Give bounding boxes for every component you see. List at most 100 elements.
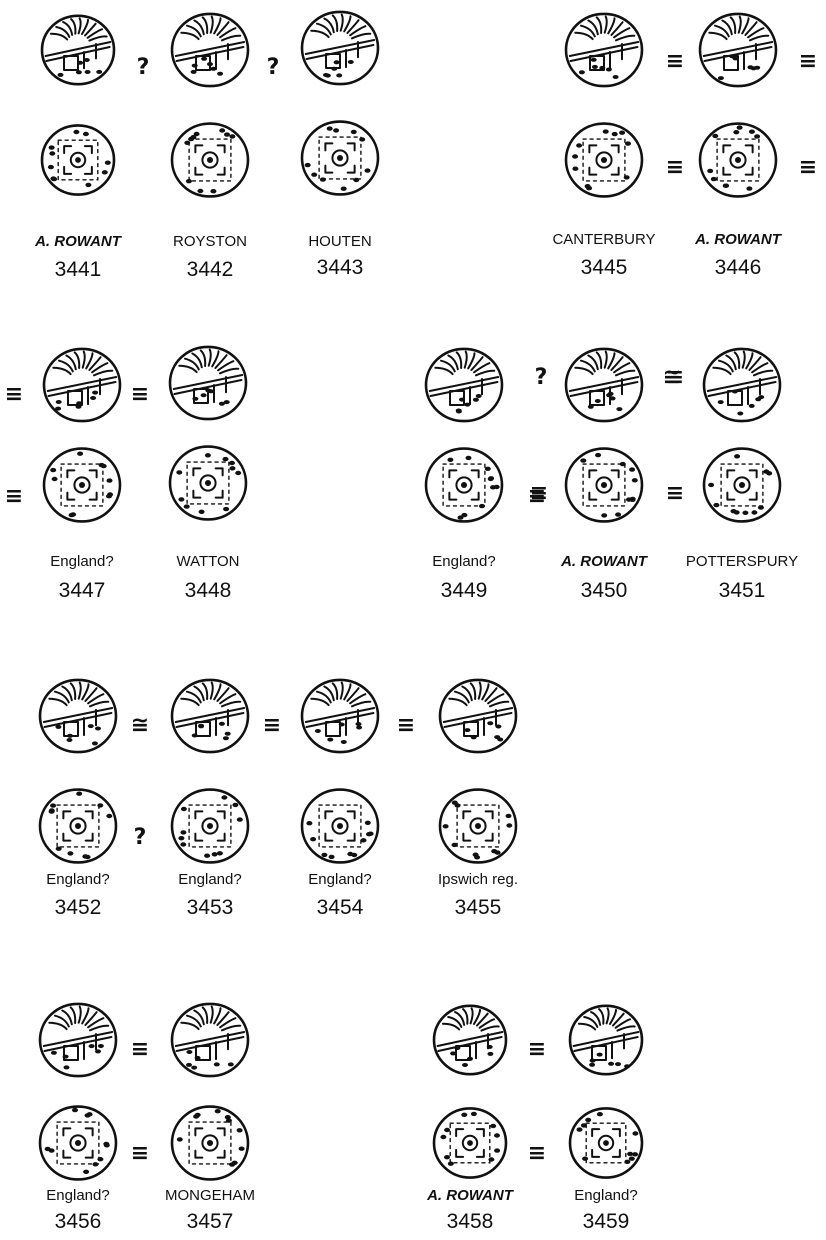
coin-reverse-image — [440, 790, 516, 863]
findspot-label: England? — [432, 553, 495, 570]
coin-reverse-image — [302, 122, 378, 195]
coin-3453: England? 3453 — [172, 680, 248, 919]
findspot-label: A. ROWANT — [694, 231, 783, 248]
die-link-symbol: ≡ — [530, 481, 548, 506]
coin-3445: CANTERBURY 3445 — [552, 14, 655, 279]
coin-obverse-image — [570, 1006, 642, 1074]
coin-obverse-image — [566, 14, 642, 86]
die-link-symbol: ≡ — [528, 1037, 546, 1062]
coin-3451: POTTERSPURY 3451 — [686, 349, 798, 602]
die-link-symbol: ≡ — [5, 484, 23, 509]
coin-reverse-image — [566, 449, 642, 522]
findspot-label: A. ROWANT — [34, 233, 123, 250]
catalogue-number: 3451 — [719, 579, 766, 602]
coin-obverse-image — [170, 347, 246, 419]
coin-obverse-image — [302, 12, 378, 84]
coin-reverse-image — [434, 1108, 506, 1177]
catalogue-number: 3443 — [317, 256, 364, 279]
coin-obverse-image — [44, 349, 120, 421]
coin-reverse-image — [172, 1107, 248, 1180]
findspot-label: CANTERBURY — [552, 231, 655, 248]
coin-reverse-image — [172, 124, 248, 197]
coin-reverse-image — [40, 790, 116, 863]
coin-3459: England? 3459 — [570, 1006, 642, 1233]
catalogue-number: 3456 — [55, 1210, 102, 1233]
findspot-label: WATTON — [176, 553, 239, 570]
coin-3447: England?3447 — [44, 349, 120, 602]
uncertain-link-symbol: ? — [267, 55, 280, 80]
coin-obverse-image — [434, 1006, 506, 1074]
coin-3441: A. ROWANT 3441 — [34, 16, 123, 281]
coin-obverse-image — [172, 1004, 248, 1076]
die-link-symbol: ≡ — [666, 155, 684, 180]
die-link-symbol: ≡ — [666, 481, 684, 506]
findspot-label: England? — [574, 1187, 637, 1204]
die-link-symbol: ≡ — [263, 713, 281, 738]
coin-obverse-image — [302, 680, 378, 752]
coin-obverse-image — [40, 680, 116, 752]
coin-3455: Ipswich reg. 3455 — [438, 680, 518, 919]
coin-obverse-image — [440, 680, 516, 752]
findspot-label: ROYSTON — [173, 233, 247, 250]
die-link-symbol: ≡ — [131, 1037, 149, 1062]
coin-reverse-image — [566, 124, 642, 197]
die-link-symbol: ≡ — [528, 1141, 546, 1166]
catalogue-number: 3454 — [317, 896, 364, 919]
catalogue-number: 3445 — [581, 256, 628, 279]
coin-reverse-image — [302, 790, 378, 863]
catalogue-number: 3459 — [583, 1210, 630, 1233]
catalogue-number: 3458 — [447, 1210, 494, 1233]
die-link-symbol: ≅ — [663, 365, 681, 390]
coin-3458: A. ROWANT 3458 — [426, 1006, 515, 1233]
catalogue-number: 3450 — [581, 579, 628, 602]
findspot-label: England? — [308, 871, 371, 888]
coin-reverse-image — [172, 790, 248, 863]
die-link-symbol: ≡ — [799, 49, 817, 74]
uncertain-link-symbol: ? — [137, 55, 150, 80]
findspot-label: HOUTEN — [308, 233, 371, 250]
coin-reverse-image — [40, 1107, 116, 1180]
die-link-symbol: ≡ — [799, 155, 817, 180]
coin-reverse-image — [426, 449, 502, 522]
die-link-symbol: ≡ — [131, 1141, 149, 1166]
die-link-symbol: ≅ — [131, 713, 149, 738]
coin-obverse-image — [172, 680, 248, 752]
catalogue-number: 3457 — [187, 1210, 234, 1233]
findspot-label: MONGEHAM — [165, 1187, 255, 1204]
coin-reverse-image — [700, 124, 776, 197]
catalogue-number: 3448 — [185, 579, 232, 602]
catalogue-number: 3442 — [187, 258, 234, 281]
coin-reverse-image — [170, 447, 246, 520]
coin-obverse-image — [700, 14, 776, 86]
coin-3454: England? 3454 — [302, 680, 378, 919]
die-link-symbol: ≡ — [131, 382, 149, 407]
findspot-label: England? — [178, 871, 241, 888]
findspot-label: England? — [46, 871, 109, 888]
uncertain-link-symbol: ? — [535, 365, 548, 390]
coin-obverse-image — [172, 14, 248, 86]
uncertain-link-symbol: ? — [134, 825, 147, 850]
coin-3443: HOUTEN 3443 — [302, 12, 378, 279]
die-link-symbol: ≡ — [5, 382, 23, 407]
findspot-label: A. ROWANT — [426, 1187, 515, 1204]
coin-3448: WATTON 3448 — [170, 347, 246, 602]
coin-obverse-image — [40, 1004, 116, 1076]
die-link-symbol: ≡ — [397, 713, 415, 738]
coin-3449: England?3449 — [426, 349, 502, 602]
die-link-symbol: ≡ — [666, 49, 684, 74]
catalogue-number: 3455 — [455, 896, 502, 919]
findspot-label: Ipswich reg. — [438, 871, 518, 888]
catalogue-number: 3441 — [55, 258, 102, 281]
coin-obverse-image — [42, 16, 114, 84]
findspot-label: POTTERSPURY — [686, 553, 798, 570]
findspot-label: England? — [46, 1187, 109, 1204]
coin-obverse-image — [566, 349, 642, 421]
coin-3442: ROYSTON 3442 — [172, 14, 248, 281]
catalogue-number: 3453 — [187, 896, 234, 919]
coin-obverse-image — [704, 349, 780, 421]
coin-reverse-image — [42, 125, 114, 194]
coin-reverse-image — [44, 449, 120, 522]
coin-reverse-image — [570, 1108, 642, 1177]
